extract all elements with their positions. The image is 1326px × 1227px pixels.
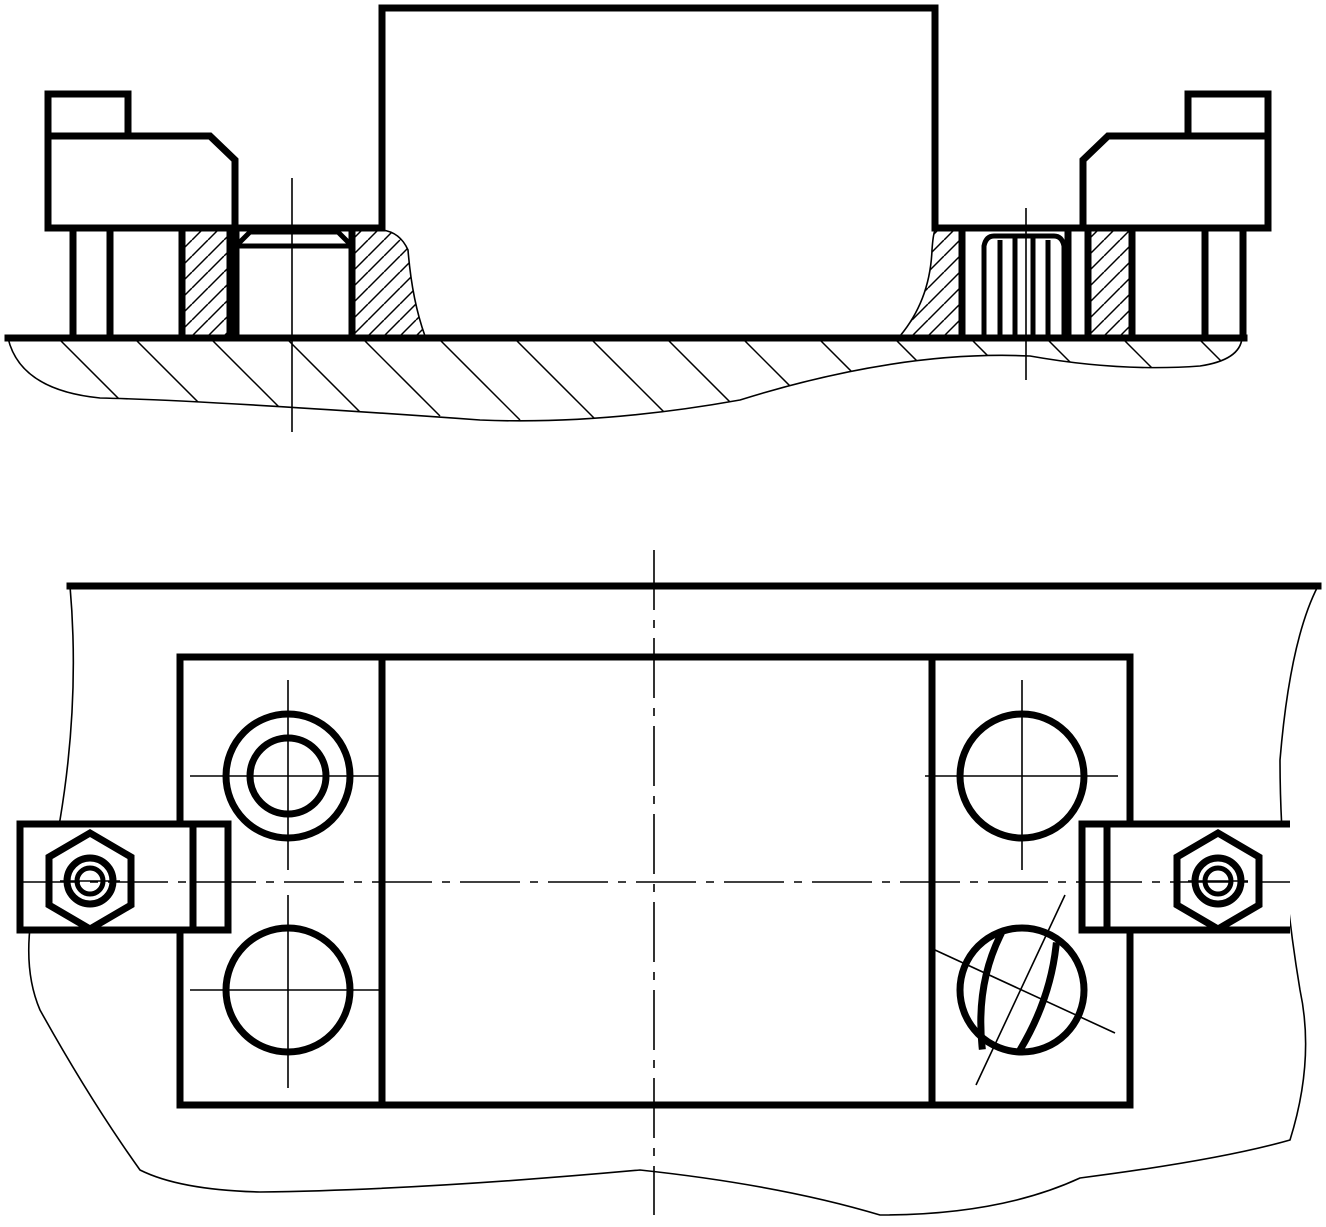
left-upper-counterbore-hole bbox=[190, 680, 385, 870]
base-plate-hatching bbox=[57, 338, 1227, 421]
base-plate-section bbox=[4, 334, 1248, 422]
left-clamp-assembly bbox=[44, 90, 386, 432]
right-lower-pin-hole bbox=[934, 894, 1116, 1086]
plan-base-plate-outline bbox=[28, 585, 1319, 1216]
right-strap-plan bbox=[1078, 820, 1290, 934]
left-hex-nut-icon bbox=[45, 828, 135, 934]
section-elevation-view bbox=[4, 4, 1272, 432]
workpiece-block bbox=[352, 4, 962, 337]
left-strap-plan bbox=[16, 820, 232, 934]
plan-view bbox=[16, 550, 1322, 1216]
left-lower-hole bbox=[190, 895, 385, 1088]
right-upper-hole bbox=[925, 680, 1118, 870]
right-clamp-assembly bbox=[931, 90, 1272, 380]
right-hex-nut-icon bbox=[1173, 828, 1263, 934]
